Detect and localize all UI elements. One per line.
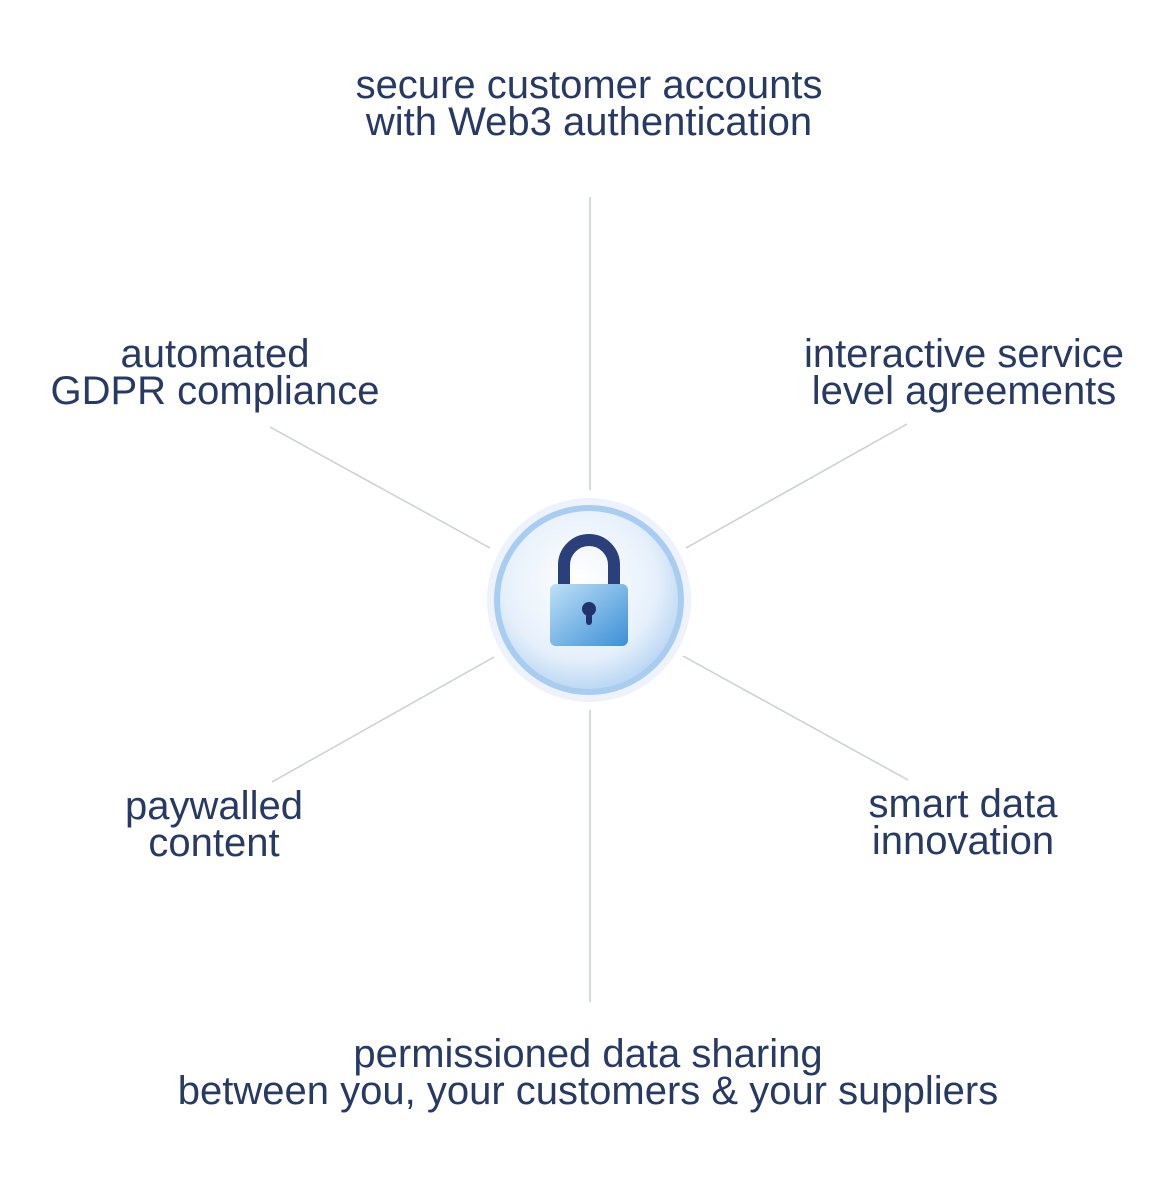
feature-service-level-agreements: interactive service level agreements xyxy=(803,332,1125,413)
feature-gdpr-compliance: automated GDPR compliance xyxy=(50,332,380,413)
feature-line: innovation xyxy=(871,819,1055,863)
feature-line: GDPR compliance xyxy=(50,369,380,413)
feature-line: permissioned data sharing xyxy=(353,1032,823,1076)
feature-paywalled-content: paywalled content xyxy=(125,784,303,865)
feature-permissioned-data-sharing: permissioned data sharing between you, y… xyxy=(177,1032,999,1113)
feature-line: with Web3 authentication xyxy=(365,100,813,144)
lock-icon xyxy=(487,498,691,702)
feature-line: secure customer accounts xyxy=(355,63,823,107)
feature-line: between you, your customers & your suppl… xyxy=(177,1069,999,1113)
feature-line: level agreements xyxy=(811,369,1117,413)
feature-web3-authentication: secure customer accounts with Web3 authe… xyxy=(355,63,823,144)
feature-line: content xyxy=(148,821,280,865)
feature-smart-data-innovation: smart data innovation xyxy=(868,782,1058,863)
connector-lower-right xyxy=(682,655,909,781)
connector-upper-right xyxy=(685,423,908,549)
feature-line: interactive service xyxy=(803,332,1125,376)
connector-lower-left xyxy=(271,656,495,783)
feature-line: paywalled xyxy=(125,784,303,828)
feature-line: automated xyxy=(120,332,310,376)
feature-line: smart data xyxy=(868,782,1058,826)
connector-upper-left xyxy=(269,426,491,549)
